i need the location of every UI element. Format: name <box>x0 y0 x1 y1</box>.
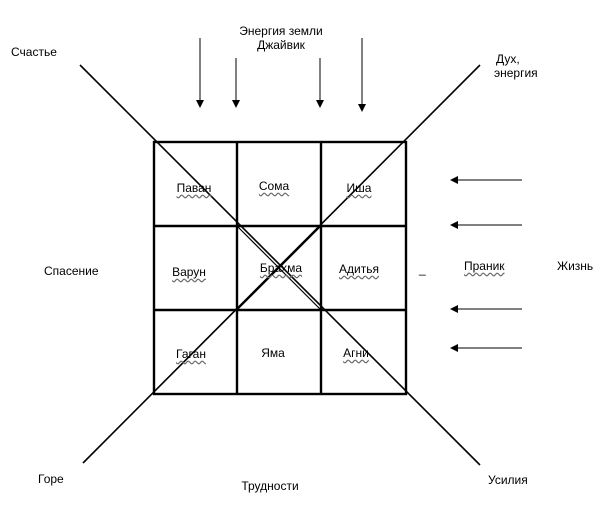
life-label: Жизнь <box>557 259 594 273</box>
cell-pavan: Паван <box>176 181 212 195</box>
cell-varun: Варун <box>172 265 206 279</box>
cell-agni: Агни <box>343 346 369 360</box>
difficulties-label: Трудности <box>241 479 299 493</box>
jaivik-label: Джайвик <box>257 38 305 52</box>
cell-soma: Сома <box>258 179 290 193</box>
earth-energy-label: Энергия земли <box>239 24 323 38</box>
cell-gagan: Гаган <box>176 347 206 361</box>
spirit-label: Дух, <box>496 52 520 66</box>
cell-yama: Яма <box>261 346 285 360</box>
cell-isha: Иша <box>346 181 372 195</box>
pranic-label: Праник <box>464 259 505 273</box>
inner-diagonal-2 <box>236 225 322 311</box>
effort-label: Усилия <box>488 473 528 487</box>
happiness-label: Счастье <box>11 45 57 59</box>
diagonal-line-anti <box>82 64 481 464</box>
grid-frame <box>152 140 408 396</box>
dash-mark: _ <box>419 262 426 276</box>
salvation-label: Спасение <box>44 264 99 278</box>
cell-aditya: Адитья <box>339 262 379 276</box>
energy-label: энергия <box>494 66 538 80</box>
cell-brahma: Брахма <box>259 261 303 275</box>
sorrow-label: Горе <box>38 472 64 486</box>
